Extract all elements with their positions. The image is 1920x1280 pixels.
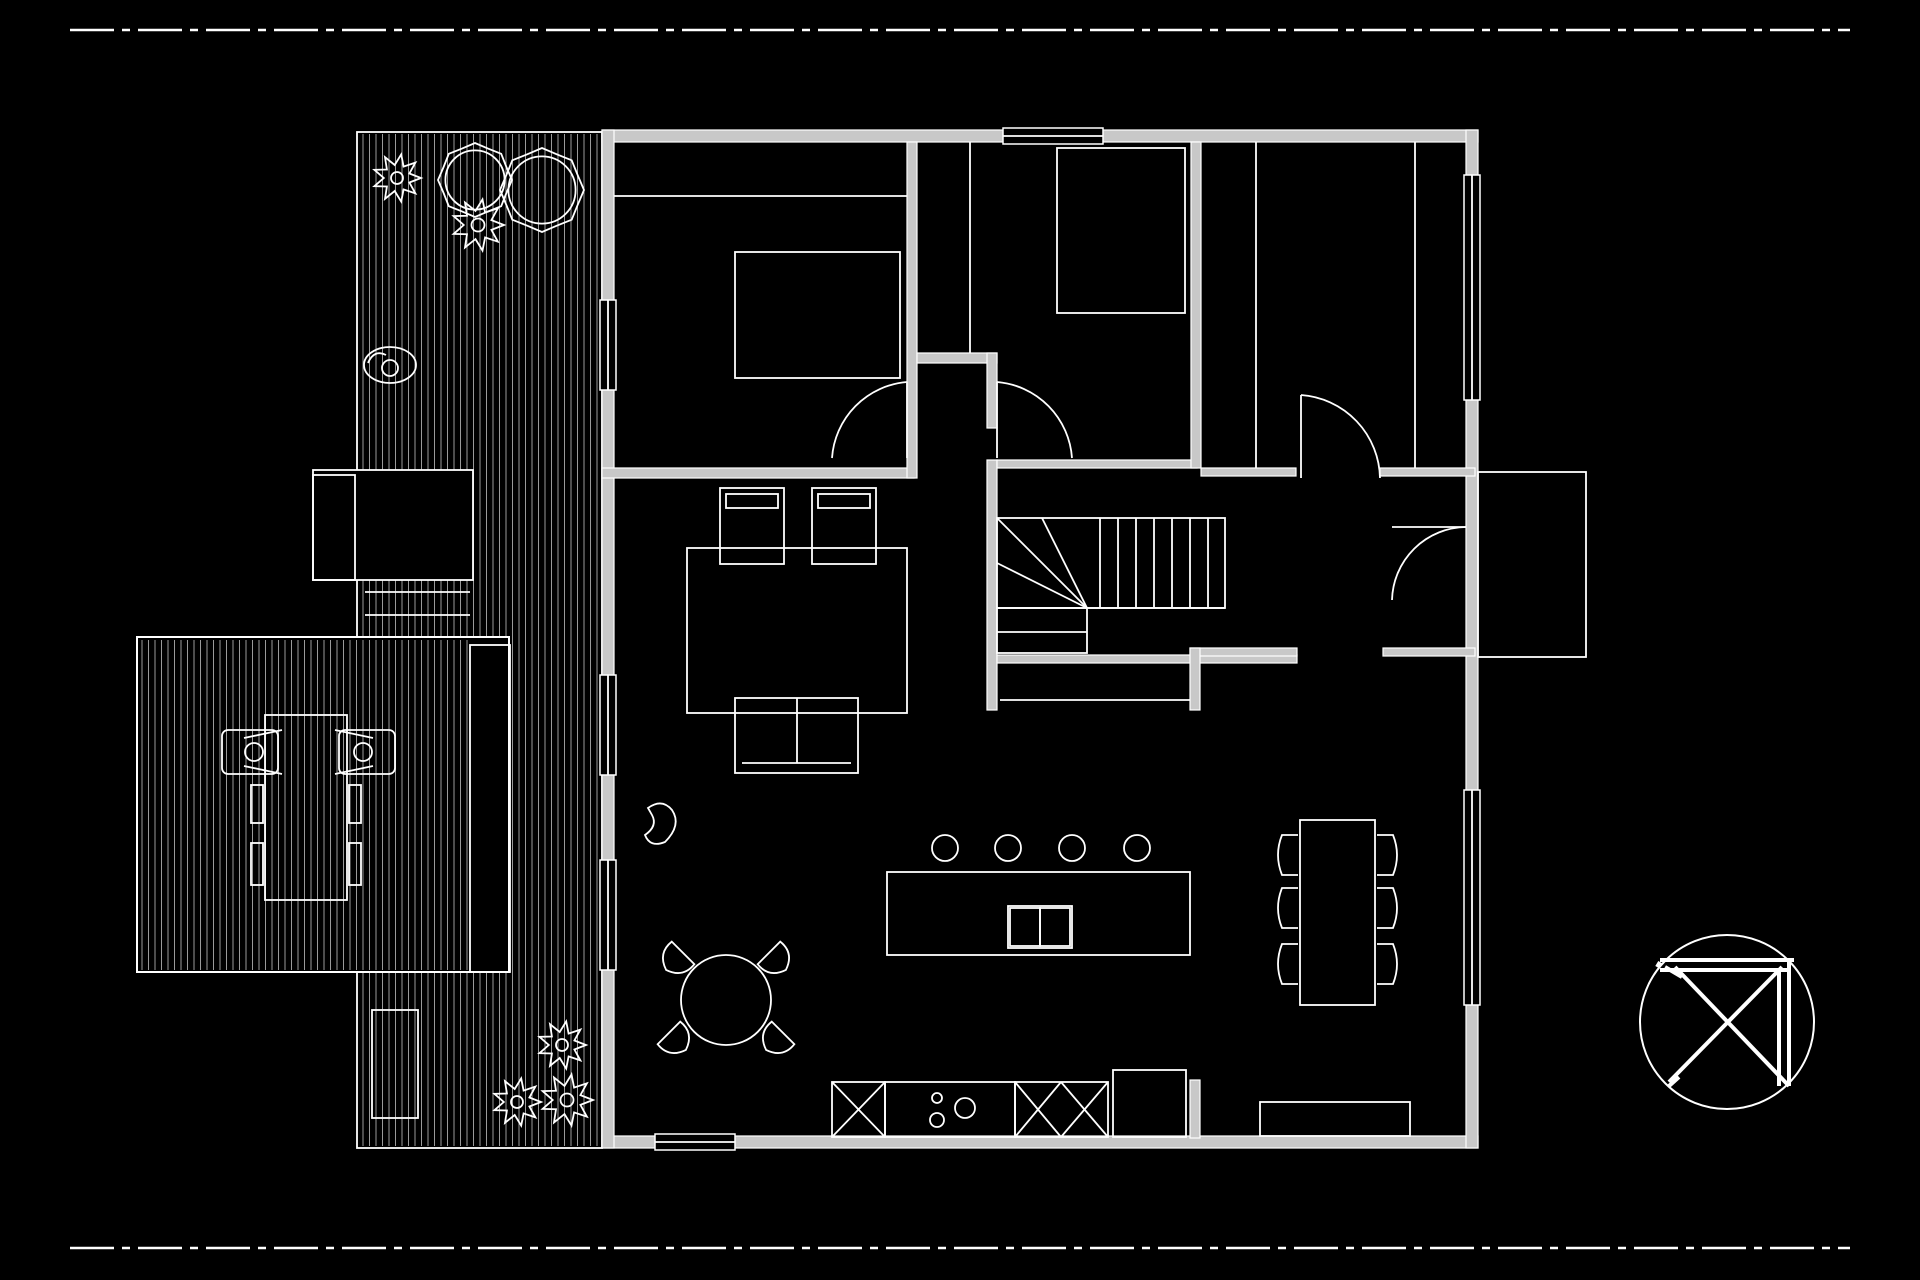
kitchen-counter: [831, 1069, 1187, 1138]
north-arrow-icon: [1639, 934, 1815, 1110]
chair-icon: [756, 940, 790, 974]
deck-boards: [141, 640, 468, 970]
plant-icon: [540, 1071, 596, 1129]
sofa: [734, 697, 859, 774]
exterior-walls: [601, 129, 1479, 1149]
sideboard: [1259, 1101, 1411, 1137]
stair-treads: [1099, 518, 1209, 608]
plant-icon: [437, 142, 513, 218]
armchair: [719, 487, 785, 565]
chair-icon: [656, 1020, 690, 1054]
chair-icon: [1377, 943, 1398, 985]
plant-icon: [492, 1075, 544, 1129]
bedroom-3: [1255, 142, 1416, 479]
entry-door: [1391, 526, 1467, 601]
plant-icon: [372, 151, 424, 205]
dining-chairs: [1277, 834, 1398, 985]
bedroom-2: [969, 142, 1186, 459]
outdoor-dining-table: [250, 714, 362, 901]
person-icon: [334, 729, 396, 775]
person-icon: [221, 729, 283, 775]
plant-icon: [451, 196, 507, 254]
armchair: [811, 487, 877, 565]
chair-icon: [1377, 887, 1398, 929]
bedroom-1: [614, 195, 908, 459]
chair-icon: [1377, 834, 1398, 876]
round-table: [656, 940, 796, 1054]
interior-walls: [601, 141, 1476, 1139]
entry-landing: [1477, 471, 1587, 658]
plant-icon: [537, 1018, 589, 1072]
bar-stools: [931, 834, 1151, 862]
kitchen-island: [886, 871, 1191, 956]
chair-icon: [1277, 834, 1298, 876]
chair-icon: [662, 940, 696, 974]
dining-table: [1299, 819, 1376, 1006]
windows: [599, 127, 1481, 1151]
chair-icon: [762, 1020, 796, 1054]
round-table-chairs: [656, 940, 796, 1054]
staircase: [996, 517, 1226, 701]
steps-upper: [312, 469, 474, 616]
living-room: [686, 487, 908, 774]
chair-icon: [1277, 887, 1298, 929]
plant-icon: [499, 147, 585, 233]
cooktop: [929, 1092, 976, 1128]
chair-icon: [1277, 943, 1298, 985]
plants: [372, 142, 596, 1129]
person-icon: [363, 346, 417, 384]
planter-box: [371, 1009, 419, 1119]
lounge-chair: [643, 802, 677, 845]
dining-deck: [136, 636, 511, 973]
